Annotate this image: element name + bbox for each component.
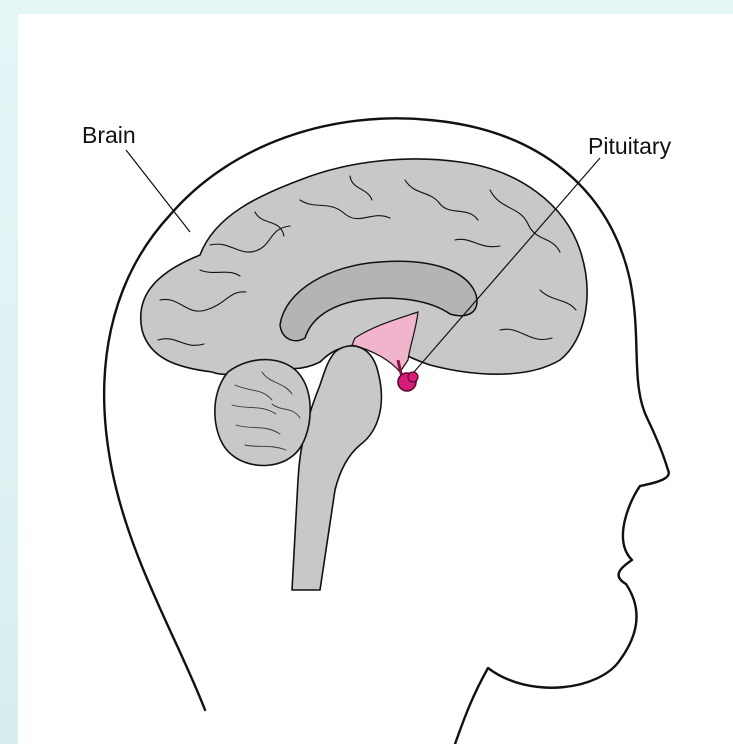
cerebellum (215, 360, 310, 466)
brain-label: Brain (82, 122, 136, 148)
brain-leader-line (126, 150, 190, 232)
pituitary-label: Pituitary (588, 133, 672, 159)
